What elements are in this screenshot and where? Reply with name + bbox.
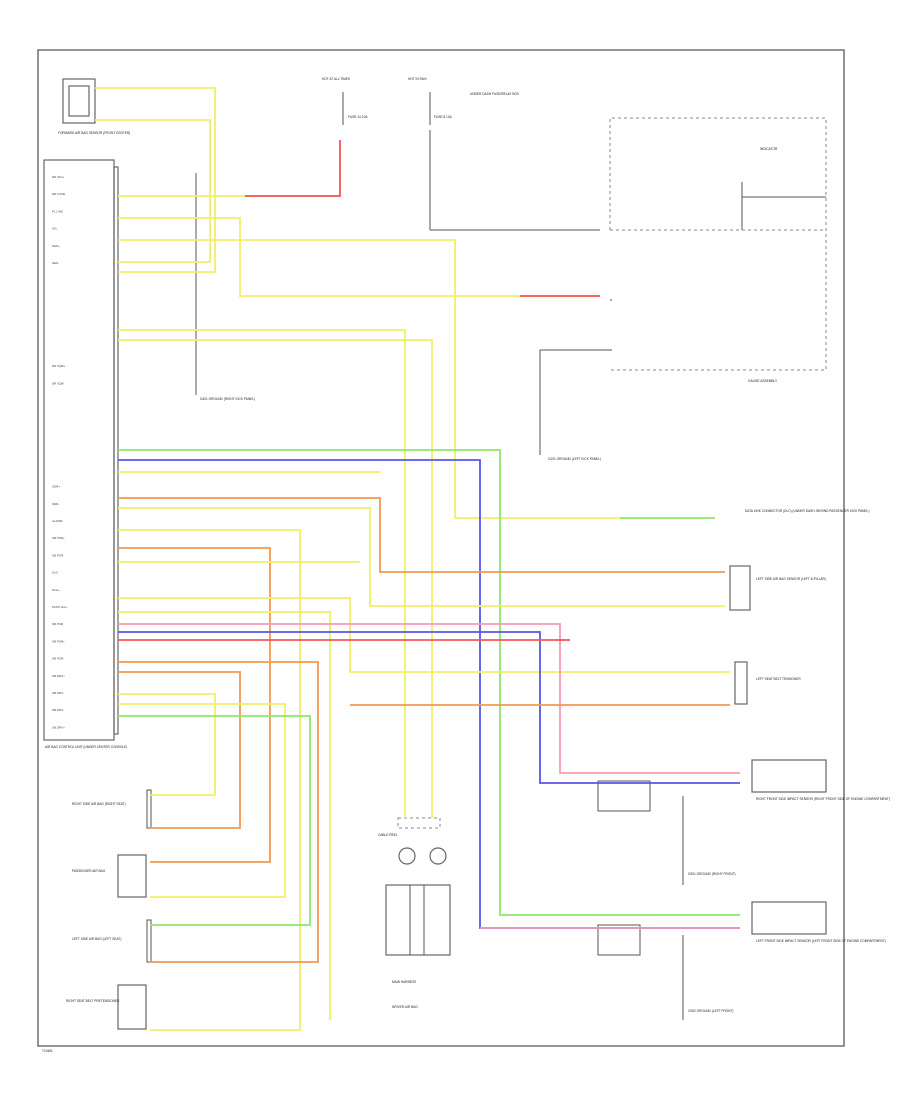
unit-pin-label: DR IGN+: [52, 175, 65, 179]
unit-pin-label: SB DRV+: [52, 674, 65, 678]
left-side-bag-label: LEFT SIDE AIR BAG (LEFT SEAT): [72, 937, 121, 941]
ground-g401-label: G401 GROUND (RIGHT KICK PANEL): [200, 397, 255, 401]
wire-red-3: [245, 140, 341, 197]
fuse-a-label: FUSE 14 10A: [348, 115, 368, 119]
wire-yellow-25: [118, 693, 216, 796]
gauge-assembly: INDICATOR GAUGE ASSEMBLY G101 GROUND (LE…: [539, 117, 827, 461]
right-side-bag-label: RIGHT SIDE AIR BAG (RIGHT SEAT): [72, 802, 126, 806]
unit-pin-label: DR SQB-: [52, 381, 65, 385]
pretensioner-label: RIGHT SEAT BELT PRETENSIONER: [66, 999, 120, 1003]
unit-pin-label: SEN-: [52, 261, 59, 265]
unit-pin-label: DR SQB+: [52, 364, 66, 368]
fuse-b-label: FUSE 8 10A: [434, 115, 453, 119]
fuse-section: HOT AT ALL TIMES HOT IN RUN FUSE 14 10A …: [322, 77, 600, 231]
wire-orange-16: [118, 547, 271, 863]
wire-orange-24: [118, 671, 241, 829]
unit-pin-label: SB DRV-: [52, 708, 64, 712]
cable-reel: CABLE REEL MAIN HARNESS DRIVER AIR BAG: [378, 817, 451, 1009]
wire-green-28: [118, 715, 311, 926]
unit-pin-label: SB PSR-: [52, 657, 64, 661]
wire-yellow-15: [118, 529, 301, 1031]
data-link-label: DATA LINK CONNECTOR (DLC) (UNDER DASH, B…: [745, 509, 869, 513]
unit-pin-label: SDR+: [52, 485, 60, 489]
ground-g301-label: G301 GROUND (RIGHT FRONT): [688, 872, 736, 876]
srs-unit: AIR BAG CONTROL UNIT (UNDER CENTER CONSO…: [43, 159, 255, 749]
ground-g302-label: G302 GROUND (LEFT FRONT): [688, 1009, 733, 1013]
passenger-bag-label: PASSENGER AIR BAG: [72, 869, 106, 873]
unit-pin-label: SLG: [52, 571, 59, 575]
wire-yellow-1: [95, 119, 211, 263]
wire-orange-13: [118, 497, 725, 573]
unit-pin-label: ALARM: [52, 519, 63, 523]
unit-pin-label: SB PSR-: [52, 553, 64, 557]
left-front-sensor-label: LEFT FRONT SIDE IMPACT SENSOR (LEFT FRON…: [756, 939, 886, 943]
unit-pin-label: SB PSR+: [52, 536, 65, 540]
unit-pin-label: SB DRV-: [52, 691, 64, 695]
srs-unit-label: AIR BAG CONTROL UNIT (UNDER CENTER CONSO…: [45, 745, 127, 749]
unit-pin-label: DR FUSE: [52, 192, 65, 196]
unit-pin-label: SDR-: [52, 502, 59, 506]
diagram-frame: [37, 49, 845, 1047]
forward-sensor-component: FORWARD AIR BAG SENSOR (FRONT CENTER): [58, 78, 130, 135]
driver-bag-label: DRIVER AIR BAG: [392, 1005, 418, 1009]
forward-sensor-label: FORWARD AIR BAG SENSOR (FRONT CENTER): [58, 131, 130, 135]
gauge-assembly-label: GAUGE ASSEMBLY: [748, 379, 778, 383]
cable-reel-label: CABLE REEL: [378, 833, 398, 837]
wire-pink-20: [118, 623, 740, 774]
unit-pin-label: SB DRV+: [52, 725, 65, 729]
fuse-box-a-label: HOT AT ALL TIMES: [322, 77, 350, 81]
gauge-unit-label: INDICATOR: [760, 147, 778, 151]
wire-green-10: [118, 449, 740, 916]
left-bottom-components: RIGHT SIDE AIR BAG (RIGHT SEAT) PASSENGE…: [66, 789, 152, 1030]
fuse-b-note: UNDER DASH FUSE/RELAY BOX: [470, 92, 520, 96]
wire-yellow-9: [118, 339, 433, 818]
unit-pin-label: SB PSR: [52, 622, 64, 626]
wire-yellow-4: [118, 217, 600, 297]
wire-yellow-18: [118, 597, 730, 673]
unit-pin-label: SEN+: [52, 244, 60, 248]
right-front-sensor-label: RIGHT FRONT SIDE IMPACT SENSOR (RIGHT FR…: [756, 797, 890, 801]
wire-blue-21: [118, 631, 740, 784]
unit-pin-label: SB PSR+: [52, 639, 65, 643]
fuse-box-b-label: HOT IN RUN: [408, 77, 427, 81]
wire-yellow-0: [95, 87, 216, 273]
main-harness-label: MAIN HARNESS: [392, 980, 416, 984]
wire-layer: [95, 87, 740, 1031]
right-components: LEFT SIDE AIR BAG SENSOR (LEFT B-PILLAR)…: [597, 509, 890, 1020]
wire-yellow-6: [118, 239, 620, 519]
wire-yellow-14: [118, 507, 725, 607]
footer-code: T10491: [42, 1049, 53, 1053]
left-side-sensor-label: LEFT SIDE AIR BAG SENSOR (LEFT B-PILLAR): [756, 577, 826, 581]
wire-yellow-8: [118, 329, 406, 818]
ground-g101-label: G101 GROUND (LEFT KICK PANEL): [548, 457, 601, 461]
unit-pin-label: IG1: [52, 227, 57, 231]
left-seatbelt-label: LEFT SEAT BELT TENSIONER: [756, 677, 801, 681]
wire-orange-23: [118, 661, 319, 963]
unit-pin-label: SLG+: [52, 588, 60, 592]
wire-yellow-26: [118, 703, 286, 898]
unit-pin-label: PL LINE: [52, 209, 63, 213]
unit-pin-label: PASS SLG-: [52, 605, 68, 609]
wire-yellow-19: [118, 611, 331, 1020]
